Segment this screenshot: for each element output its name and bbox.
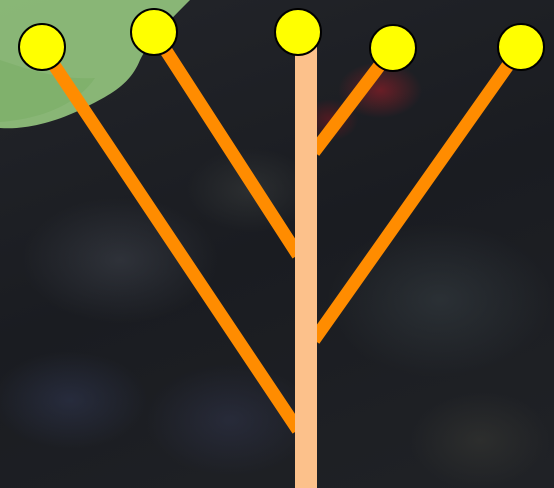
leaf-node-3 (275, 9, 321, 55)
leaf-node-4 (370, 25, 416, 71)
leaf-node-5 (498, 24, 544, 70)
branch-leaf-1 (42, 47, 298, 430)
leaf-node-2 (131, 9, 177, 55)
leaf-node-1 (19, 24, 65, 70)
branch-leaf-5 (314, 47, 521, 340)
branch-leaf-2 (154, 32, 298, 255)
